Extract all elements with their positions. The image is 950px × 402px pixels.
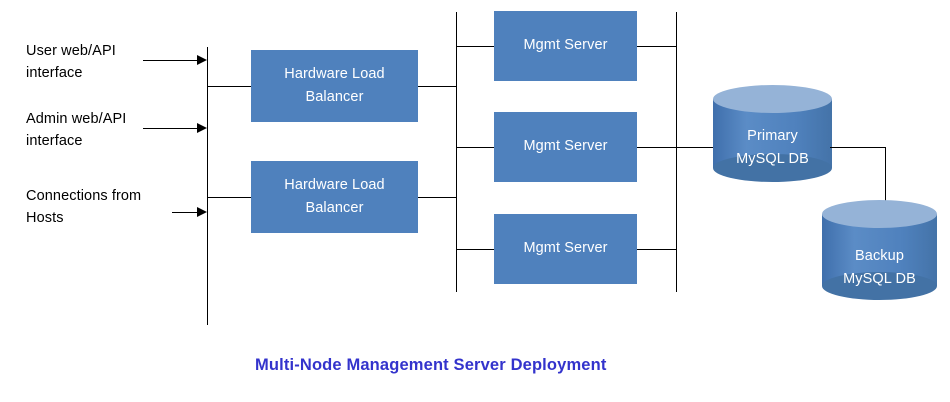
node-mgmt-server-3[interactable]: Mgmt Server (494, 214, 637, 284)
connector-load-balancer-1-to-bus2 (418, 86, 457, 87)
backup-db-label: Backup MySQL DB (843, 248, 916, 288)
input-label-admin-web-api: Admin web/API interface (26, 111, 127, 150)
arrow-line-connections-from-hosts (172, 212, 199, 213)
connector-bus3-to-primary-mysql-db (676, 147, 718, 148)
arrow-head-user-web-api (197, 55, 207, 65)
arrow-line-admin-web-api (143, 128, 199, 129)
connector-bus1-to-load-balancer-2 (207, 197, 252, 198)
connector-primary-to-backup-horizontal (830, 147, 886, 148)
connector-primary-to-backup-vertical (885, 147, 886, 221)
primary-db-label: Primary MySQL DB (736, 128, 809, 168)
node-primary-mysql-db[interactable]: Primary MySQL DB (713, 85, 832, 182)
node-backup-mysql-db[interactable]: Backup MySQL DB (822, 200, 937, 300)
input-label-connections-from-hosts: Connections from Hosts (26, 188, 142, 227)
arrow-line-user-web-api (143, 60, 199, 61)
input-label-user-web-api: User web/API interface (26, 43, 116, 82)
connector-load-balancer-2-to-bus2 (418, 197, 457, 198)
backup-db-cylinder-top (822, 200, 937, 228)
node-load-balancer-1[interactable]: Hardware Load Balancer (251, 50, 418, 122)
connector-bus2-to-mgmt-server-3 (456, 249, 495, 250)
connector-mgmt-server-1-to-bus3 (637, 46, 677, 47)
backup-db-cylinder-bottom (822, 272, 937, 300)
node-load-balancer-2[interactable]: Hardware Load Balancer (251, 161, 418, 233)
node-mgmt-server-2[interactable]: Mgmt Server (494, 112, 637, 182)
connector-bus2-to-mgmt-server-1 (456, 46, 495, 47)
ingress-bus-line (207, 47, 208, 325)
connector-bus1-to-load-balancer-1 (207, 86, 252, 87)
arrow-head-admin-web-api (197, 123, 207, 133)
primary-db-cylinder-top (713, 85, 832, 113)
connector-bus2-to-mgmt-server-2 (456, 147, 495, 148)
frontend-bus-line (456, 12, 457, 292)
diagram-caption: Multi-Node Management Server Deployment (255, 356, 607, 374)
primary-db-cylinder-bottom (713, 154, 832, 182)
arrow-head-connections-from-hosts (197, 207, 207, 217)
connector-mgmt-server-2-to-bus3 (637, 147, 677, 148)
node-mgmt-server-1[interactable]: Mgmt Server (494, 11, 637, 81)
database-bus-line (676, 12, 677, 292)
connector-mgmt-server-3-to-bus3 (637, 249, 677, 250)
